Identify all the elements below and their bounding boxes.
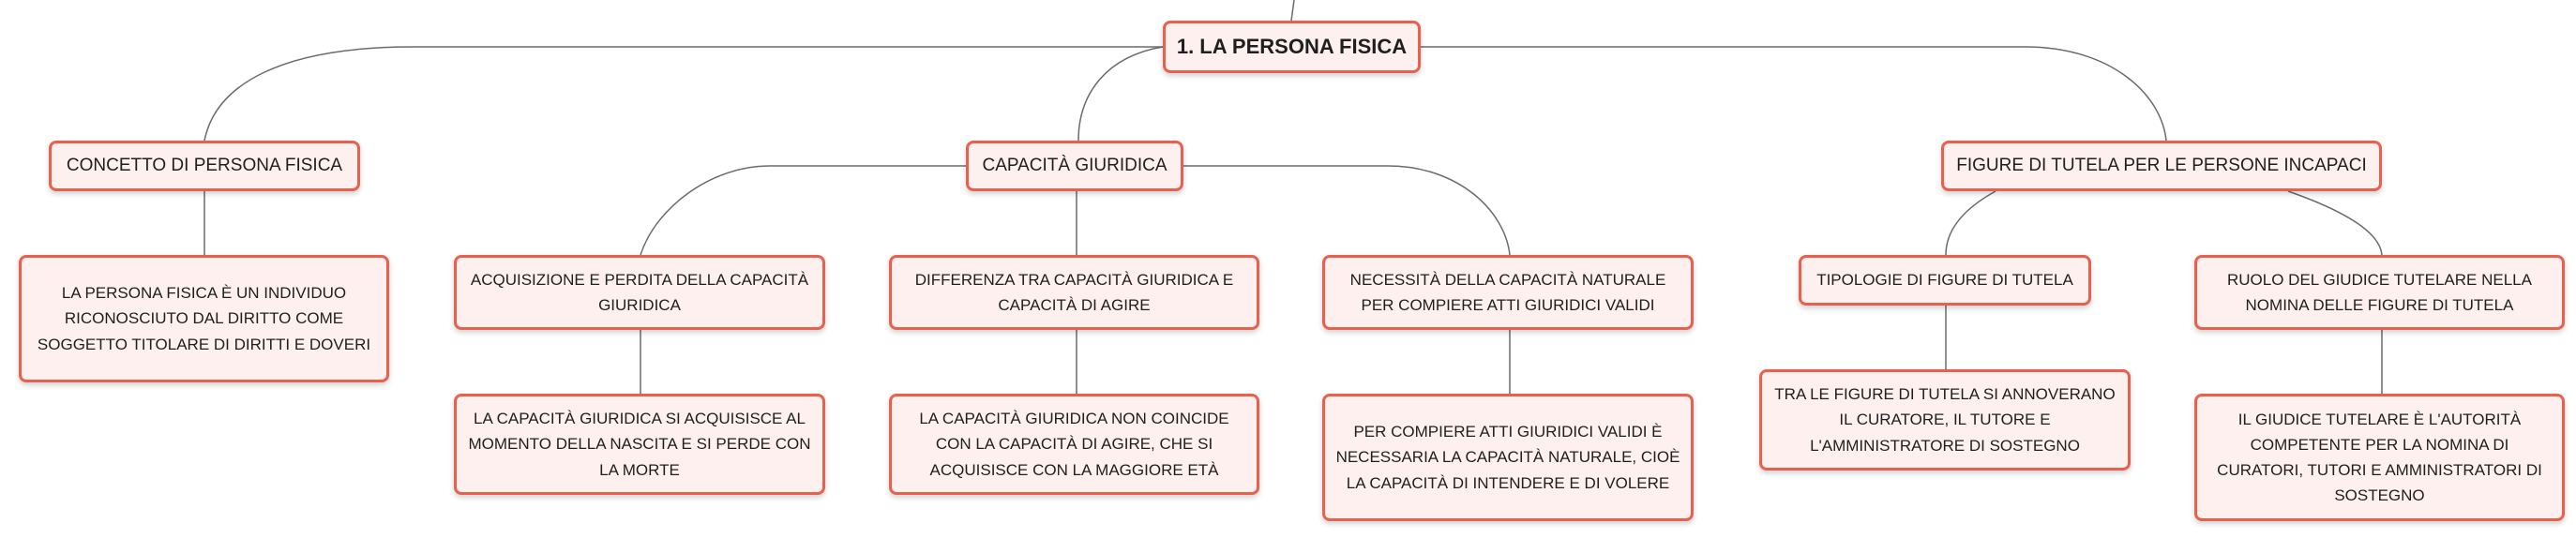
detail-text: PER COMPIERE ATTI GIURIDICI VALIDI È NEC… (1335, 423, 1680, 492)
subtopic-label: RUOLO DEL GIUDICE TUTELARE NELLA NOMINA … (2227, 270, 2532, 314)
detail-ruolo-giudice[interactable]: IL GIUDICE TUTELARE È L'AUTORITÀ COMPETE… (2194, 394, 2565, 521)
detail-differenza-capacita[interactable]: LA CAPACITÀ GIURIDICA NON COINCIDE CON L… (889, 394, 1259, 495)
detail-text: LA CAPACITÀ GIURIDICA SI ACQUISISCE AL M… (468, 410, 811, 479)
topic-figure-di-tutela[interactable]: FIGURE DI TUTELA PER LE PERSONE INCAPACI (1941, 141, 2382, 191)
detail-text: LA CAPACITÀ GIURIDICA NON COINCIDE CON L… (919, 410, 1229, 479)
detail-acquisizione-perdita[interactable]: LA CAPACITÀ GIURIDICA SI ACQUISISCE AL M… (454, 394, 825, 495)
connector-top (1290, 0, 1295, 22)
subtopic-label: NECESSITÀ DELLA CAPACITÀ NATURALE PER CO… (1349, 270, 1666, 314)
detail-concetto-persona-fisica[interactable]: LA PERSONA FISICA È UN INDIVIDUO RICONOS… (19, 255, 389, 382)
topic-concetto-persona-fisica[interactable]: CONCETTO DI PERSONA FISICA (49, 141, 360, 191)
subtopic-tipologie-figure[interactable]: TIPOLOGIE DI FIGURE DI TUTELA (1799, 255, 2091, 306)
detail-text: LA PERSONA FISICA È UN INDIVIDUO RICONOS… (37, 284, 371, 353)
connector-figure-ruolo (2287, 190, 2383, 256)
subtopic-differenza-capacita[interactable]: DIFFERENZA TRA CAPACITÀ GIURIDICA E CAPA… (889, 255, 1259, 330)
topic-capacita-giuridica[interactable]: CAPACITÀ GIURIDICA (966, 141, 1183, 191)
subtopic-ruolo-giudice[interactable]: RUOLO DEL GIUDICE TUTELARE NELLA NOMINA … (2194, 255, 2565, 330)
connector-capacita-necessita (1183, 165, 1511, 256)
topic-label: CAPACITÀ GIURIDICA (982, 155, 1167, 175)
connector-figure-tipologie (1945, 190, 1996, 256)
root-node[interactable]: 1. LA PERSONA FISICA (1163, 21, 1421, 73)
detail-text: IL GIUDICE TUTELARE È L'AUTORITÀ COMPETE… (2217, 410, 2542, 505)
root-label: 1. LA PERSONA FISICA (1176, 35, 1408, 59)
detail-text: TRA LE FIGURE DI TUTELA SI ANNOVERANO IL… (1774, 385, 2116, 455)
detail-capacita-naturale[interactable]: PER COMPIERE ATTI GIURIDICI VALIDI È NEC… (1322, 394, 1694, 521)
topic-label: CONCETTO DI PERSONA FISICA (66, 155, 343, 175)
subtopic-label: TIPOLOGIE DI FIGURE DI TUTELA (1816, 271, 2073, 290)
subtopic-capacita-naturale[interactable]: NECESSITÀ DELLA CAPACITÀ NATURALE PER CO… (1322, 255, 1694, 330)
subtopic-label: DIFFERENZA TRA CAPACITÀ GIURIDICA E CAPA… (914, 270, 1234, 314)
connector-root-figure (1421, 46, 2167, 142)
subtopic-acquisizione-perdita[interactable]: ACQUISIZIONE E PERDITA DELLA CAPACITÀ GI… (454, 255, 825, 330)
detail-tipologie-figure[interactable]: TRA LE FIGURE DI TUTELA SI ANNOVERANO IL… (1759, 369, 2131, 471)
topic-label: FIGURE DI TUTELA PER LE PERSONE INCAPACI (1956, 155, 2367, 175)
connector-root-capacita (1077, 46, 1164, 142)
subtopic-label: ACQUISIZIONE E PERDITA DELLA CAPACITÀ GI… (470, 270, 809, 314)
connector-capacita-acquisizione (640, 165, 971, 256)
connector-root-concetto (203, 46, 1163, 142)
